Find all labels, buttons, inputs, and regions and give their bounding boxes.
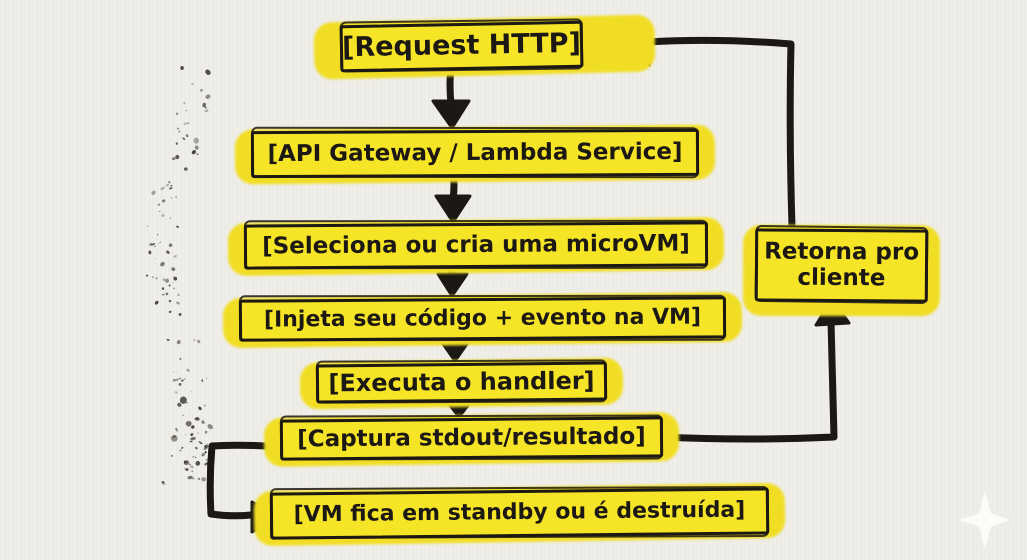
node-request-http: [Request HTTP] [313,14,656,80]
node-label: [Executa o handler] [328,366,595,398]
node-frame: [Request HTTP] [339,20,584,73]
node-frame: Retorna pro cliente [754,228,929,303]
node-label-line2: cliente [797,264,886,291]
node-frame: [Injeta seu código + evento na VM] [238,296,727,342]
node-retorna-pro-cliente: Retorna pro cliente [742,224,941,317]
node-executa-handler: [Executa o handler] [299,357,624,410]
node-frame: [Seleciona ou cria uma microVM] [243,221,709,270]
node-label-line1: Retorna pro [764,238,920,266]
node-label: [Seleciona ou cria uma microVM] [262,230,690,260]
node-label: [Captura stdout/resultado] [297,423,646,453]
node-frame: [Captura stdout/resultado] [279,416,664,461]
node-frame: [VM fica em standby ou é destruída] [269,487,770,540]
node-api-gateway-lambda: [API Gateway / Lambda Service] [234,124,716,185]
node-label: [API Gateway / Lambda Service] [267,138,683,167]
node-captura-stdout: [Captura stdout/resultado] [263,412,680,467]
node-vm-standby-destruida: [VM fica em standby ou é destruída] [253,482,786,547]
node-label: [Injeta seu código + evento na VM] [263,304,702,333]
node-label: [Request HTTP] [341,28,582,64]
node-frame: [API Gateway / Lambda Service] [250,128,700,179]
node-seleciona-microvm: [Seleciona ou cria uma microVM] [227,216,725,277]
node-injeta-codigo-evento: [Injeta seu código + evento na VM] [222,291,743,349]
node-label: [VM fica em standby ou é destruída] [293,497,746,528]
node-frame: [Executa o handler] [315,361,608,404]
